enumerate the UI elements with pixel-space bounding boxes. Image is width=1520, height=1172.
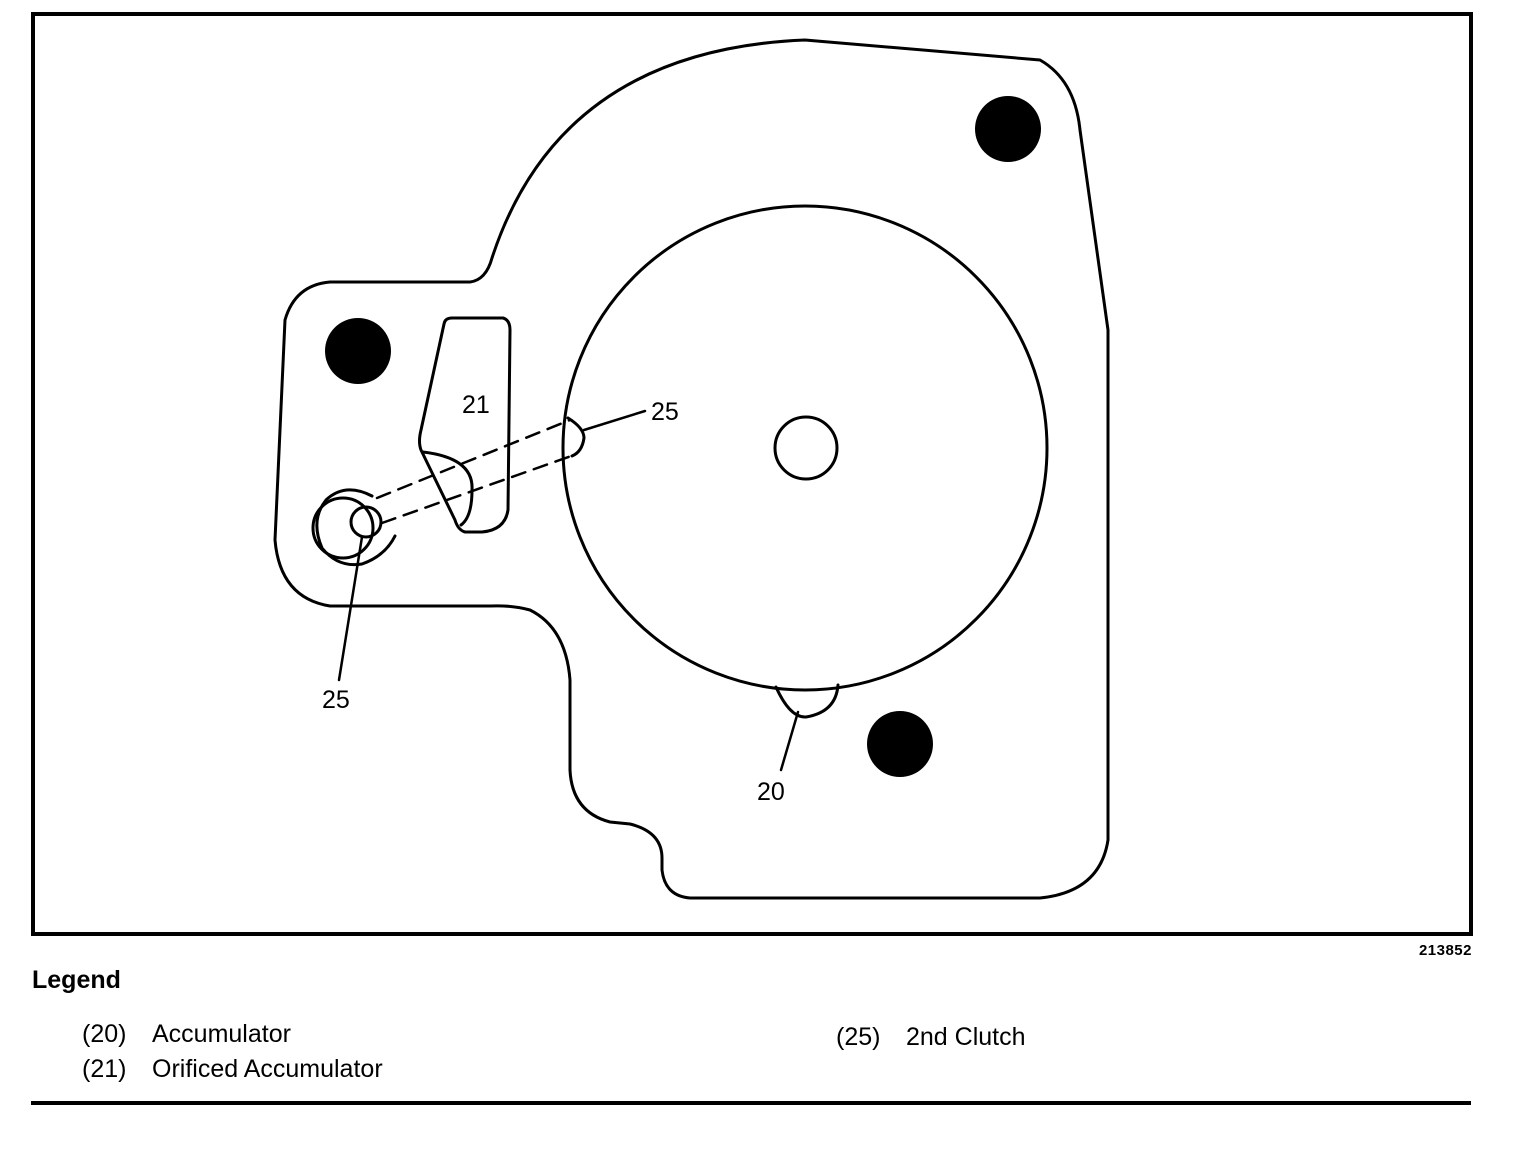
clutch-port-outer <box>311 496 375 560</box>
passage-end-cap <box>566 416 586 458</box>
bottom-divider <box>31 1101 1471 1105</box>
bolt-hole-left <box>325 318 391 384</box>
clutch-port-inner <box>349 505 383 539</box>
legend-item-number: (25) <box>836 1023 881 1051</box>
legend-item-label: Accumulator <box>152 1020 291 1048</box>
passage-upper-line <box>375 418 572 500</box>
legend-item-number: (21) <box>82 1055 127 1083</box>
housing-outline <box>273 38 1110 900</box>
accumulator-20-notch <box>774 683 840 719</box>
clutch-port-ring <box>315 488 397 567</box>
legend-item: (21) Orificed Accumulator <box>82 1055 383 1084</box>
legend-item-label: 2nd Clutch <box>906 1023 1026 1051</box>
legend-item: (20) Accumulator <box>82 1020 291 1049</box>
figure-frame <box>31 12 1473 936</box>
callout-25-lower: 25 <box>322 686 350 714</box>
leader-20 <box>779 710 800 772</box>
bolt-hole-bottom-right <box>867 711 933 777</box>
legend-title: Legend <box>32 966 121 994</box>
callout-25-upper: 25 <box>651 398 679 426</box>
legend-item-label: Orificed Accumulator <box>152 1055 383 1083</box>
figure-number: 213852 <box>1418 942 1472 959</box>
callout-21: 21 <box>462 391 490 419</box>
legend-item: (25) 2nd Clutch <box>836 1023 1026 1052</box>
legend-item-number: (20) <box>82 1020 127 1048</box>
orificed-accumulator-slot <box>418 316 512 534</box>
callout-20: 20 <box>757 778 785 806</box>
bolt-hole-top-right <box>975 96 1041 162</box>
leader-25-lower <box>337 535 364 682</box>
leader-25-upper <box>582 409 647 432</box>
passage-lower-line <box>380 453 576 525</box>
accumulator-bore <box>561 204 1049 692</box>
center-hole <box>773 415 839 481</box>
